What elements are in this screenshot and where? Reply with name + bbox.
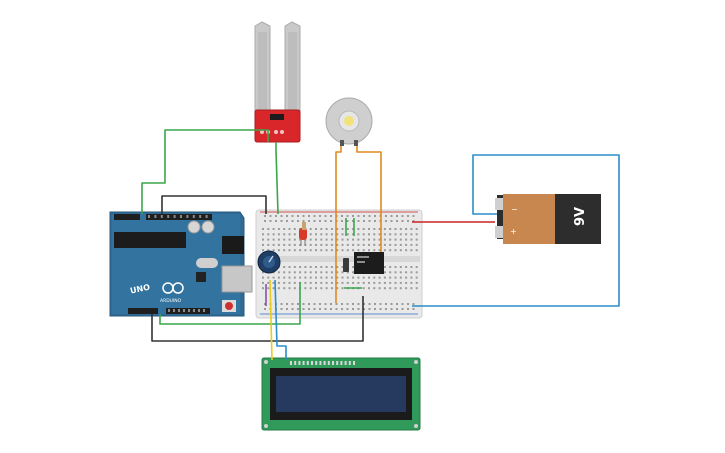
battery-voltage-label: 9V xyxy=(573,207,588,226)
sensor-chip xyxy=(270,114,284,120)
wires xyxy=(141,129,620,361)
battery-terminal-positive xyxy=(495,226,503,238)
resistor[interactable] xyxy=(302,222,306,230)
battery-terminal-negative xyxy=(495,198,503,210)
battery-9v[interactable]: − + 9V xyxy=(495,194,601,244)
breadboard-power-rails xyxy=(260,211,418,315)
arduino-capacitor xyxy=(201,220,215,234)
arduino-logo xyxy=(162,282,184,294)
arduino-usb-port xyxy=(221,265,253,293)
breadboard-holes xyxy=(262,228,418,290)
wire-sensor-vcc[interactable] xyxy=(275,142,279,215)
wire-bottom-green[interactable] xyxy=(159,282,301,325)
sensor-board xyxy=(254,109,301,143)
motor-driver-ic[interactable] xyxy=(354,252,384,274)
lcd-screen xyxy=(276,376,406,412)
dc-motor[interactable] xyxy=(325,97,373,146)
soil-moisture-sensor[interactable] xyxy=(254,21,301,143)
battery-plus-sign: + xyxy=(510,227,517,236)
wire-lcd-yellow[interactable] xyxy=(269,279,273,361)
arduino-header-top-right xyxy=(146,214,212,220)
motor-terminal xyxy=(340,140,344,146)
lcd-header-pins xyxy=(290,361,355,365)
arduino-capacitor xyxy=(187,220,201,234)
arduino-microcontroller-chip xyxy=(114,232,186,248)
breadboard-center-channel xyxy=(258,256,420,262)
arduino-brand-label: ARDUINO xyxy=(160,298,182,304)
arduino-model-label: UNO xyxy=(129,283,151,296)
wire-lcd-blue[interactable] xyxy=(274,279,287,360)
motor-terminal xyxy=(354,140,358,146)
arduino-small-ic xyxy=(196,272,206,282)
battery-label-band xyxy=(555,194,601,244)
wire-motor-a[interactable] xyxy=(335,146,342,303)
transistor-diode[interactable] xyxy=(343,258,349,272)
arduino-header-bottom-left xyxy=(128,308,158,314)
breadboard[interactable] xyxy=(255,209,423,319)
arduino-uno-board[interactable]: UNO ARDUINO xyxy=(109,211,253,317)
battery-body xyxy=(503,194,555,244)
wire-ground-bottom[interactable] xyxy=(151,296,364,342)
motor-shaft xyxy=(344,116,354,126)
wire-battery-negative[interactable] xyxy=(412,154,620,307)
lcd-16x2-display[interactable] xyxy=(261,357,421,431)
potentiometer[interactable] xyxy=(257,250,281,274)
arduino-crystal xyxy=(196,258,218,268)
arduino-header-top-left xyxy=(114,214,140,220)
arduino-power-jack xyxy=(222,236,244,254)
wire-ground-top[interactable] xyxy=(161,195,267,214)
battery-minus-sign: − xyxy=(511,205,518,214)
led-red[interactable] xyxy=(299,228,307,246)
wire-motor-b[interactable] xyxy=(356,146,382,260)
wire-sensor-signal[interactable] xyxy=(141,129,269,214)
